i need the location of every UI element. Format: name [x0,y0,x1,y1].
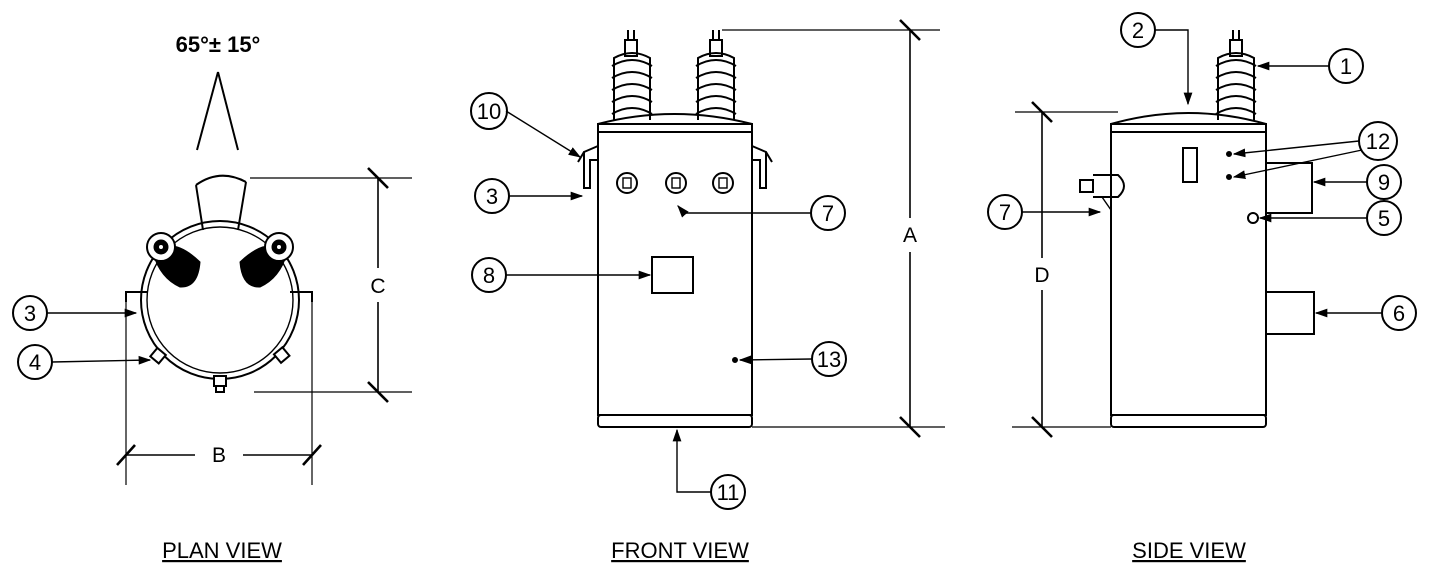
callout-7-front: 7 [822,201,834,226]
callout-12-side: 12 [1366,129,1390,154]
callout-10-front: 10 [477,99,501,124]
callout-11-front: 11 [717,480,740,505]
callout-2-side: 2 [1132,18,1144,43]
callout-4-plan: 4 [29,350,41,375]
front-view: A 10 3 7 8 13 11 FRONT VIEW [470,19,945,563]
nameplate [651,256,694,294]
callout-9-side: 9 [1378,170,1390,195]
callout-1-side: 1 [1340,54,1352,79]
callout-3-plan: 3 [24,301,36,326]
callout-8-front: 8 [483,263,495,288]
front-view-title: FRONT VIEW [611,538,749,563]
plan-view: 65°± 15° B [12,32,412,563]
angle-label: 65°± 15° [176,32,261,57]
side-bushing [1215,30,1257,120]
dim-c-label: C [370,275,385,298]
callout-13-front: 13 [817,347,841,372]
dim-b-label: B [212,444,226,467]
side-view: D 2 1 12 9 7 5 6 SIDE VIEW [987,12,1417,563]
side-view-title: SIDE VIEW [1132,538,1246,563]
dim-a-label: A [903,224,917,247]
front-bushings [611,30,737,120]
dim-d-label: D [1034,264,1049,287]
callout-5-side: 5 [1378,206,1390,231]
callout-7-side: 7 [999,200,1011,225]
plan-view-title: PLAN VIEW [162,538,282,563]
callout-6-side: 6 [1393,301,1405,326]
callout-3-front: 3 [486,184,498,209]
